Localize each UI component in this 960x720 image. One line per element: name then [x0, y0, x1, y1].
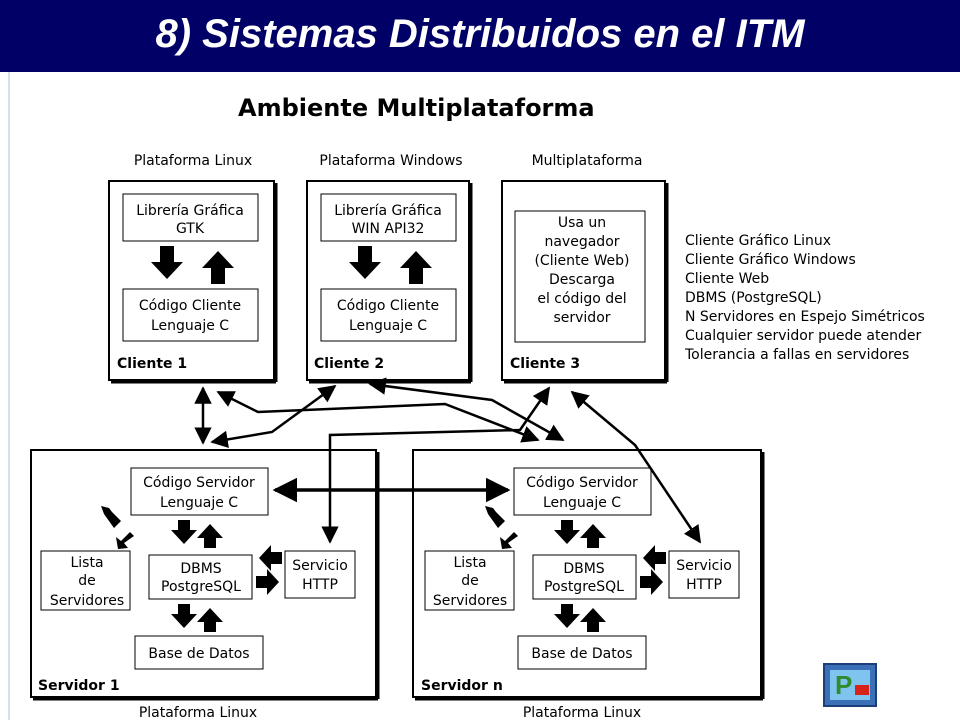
feature-item: Cliente Web [685, 271, 769, 287]
slide-title: 8) Sistemas Distribuidos en el ITM [155, 12, 805, 56]
server-1-dbms-line-1: DBMS [180, 561, 221, 577]
server-n-http-line-1: Servicio [676, 558, 732, 574]
server-1-list-line-2: de [78, 573, 96, 589]
client-1-box: Librería Gráfica GTK Código Cliente Leng… [108, 180, 278, 384]
client-1-down-arrow [151, 246, 183, 279]
itm-logo-icon: P [823, 663, 877, 707]
server-n-http-service [668, 550, 740, 599]
server-1-dbms-db-up-arrow [197, 608, 223, 632]
feature-item: N Servidores en Espejo Simétricos [685, 309, 925, 325]
server-1-platform-label: Plataforma Linux [139, 705, 257, 720]
server-1-http-line-2: HTTP [302, 577, 338, 593]
server-1-server-code [130, 467, 269, 516]
server-n-code-dbms-down-arrow [554, 520, 580, 544]
server-n-dbms-db-up-arrow [580, 608, 606, 632]
client-2-label: Cliente 2 [314, 356, 384, 372]
server-1-code-list-arrow [101, 506, 121, 528]
client-1-label: Cliente 1 [117, 356, 187, 372]
server-1-http-line-1: Servicio [292, 558, 348, 574]
diagram-heading: Ambiente Multiplataforma [238, 94, 595, 122]
client-3-platform-label: Multiplataforma [532, 153, 643, 169]
server-1-list-code-arrow [116, 532, 134, 549]
server-1-db-label: Base de Datos [148, 646, 249, 662]
logo-accent [855, 685, 869, 695]
server-n-code-line-1: Código Servidor [526, 475, 638, 491]
server-n-label: Servidor n [421, 678, 503, 694]
title-bar: 8) Sistemas Distribuidos en el ITM [0, 0, 960, 72]
client-2-platform-label: Plataforma Windows [319, 153, 462, 169]
client-2-lib-line-2: WIN API32 [352, 221, 425, 237]
client-2-code-line-2: Lenguaje C [349, 318, 427, 334]
server-1-dbms [148, 554, 253, 600]
server-1-code-dbms-down-arrow [171, 520, 197, 544]
server-1-database [134, 635, 264, 670]
server-n-code-line-2: Lenguaje C [543, 495, 621, 511]
client-2-box: Librería Gráfica WIN API32 Código Client… [306, 180, 473, 384]
feature-item: DBMS (PostgreSQL) [685, 290, 822, 306]
connection-arrows [194, 377, 702, 544]
server-1-http-service [284, 550, 356, 599]
client-3-label: Cliente 3 [510, 356, 580, 372]
client-2-up-arrow [400, 251, 432, 284]
server-1-dbms-http-right-arrow [256, 569, 279, 595]
client-1-code-line-1: Código Cliente [139, 298, 241, 314]
client-3-text-line-5: el código del [537, 291, 626, 307]
server-1-http-dbms-left-arrow [259, 545, 282, 571]
client-3-text-line-3: (Cliente Web) [534, 253, 629, 269]
server-1-server-list [40, 550, 131, 611]
client-3-text-line-1: Usa un [558, 215, 606, 231]
left-border-line [8, 72, 10, 720]
client-3-text-line-6: servidor [553, 310, 610, 326]
client-1-client-code [122, 288, 259, 342]
client2-server1-connector [210, 384, 337, 449]
client-1-up-arrow [202, 251, 234, 284]
server-1-code-line-1: Código Servidor [143, 475, 255, 491]
server-1-dbms-db-down-arrow [171, 604, 197, 628]
server-n-db-label: Base de Datos [531, 646, 632, 662]
logo-letter: P [835, 670, 853, 700]
client-1-graphics-library [122, 193, 259, 242]
server-n-server-list [424, 550, 515, 611]
client-1-platform-label: Plataforma Linux [134, 153, 252, 169]
server-n-list-line-1: Lista [453, 555, 486, 571]
server-n-http-line-2: HTTP [686, 577, 722, 593]
server-n-dbms-db-down-arrow [554, 604, 580, 628]
server-n-list-line-3: Servidores [433, 593, 507, 609]
server-n-http-dbms-left-arrow [643, 545, 666, 571]
server-n-platform-label: Plataforma Linux [523, 705, 641, 720]
client-3-web-client [514, 210, 646, 343]
feature-item: Cliente Gráfico Windows [685, 252, 856, 268]
client-1-lib-line-2: GTK [176, 221, 205, 237]
server-1-code-line-2: Lenguaje C [160, 495, 238, 511]
server-1-list-line-3: Servidores [50, 593, 124, 609]
features-list: Cliente Gráfico Linux Cliente Gráfico Wi… [684, 233, 925, 363]
feature-item: Cliente Gráfico Linux [685, 233, 831, 249]
client-2-lib-line-1: Librería Gráfica [334, 203, 442, 219]
client-3-text-line-2: navegador [544, 234, 619, 250]
client-3-box: Usa un navegador (Cliente Web) Descarga … [501, 180, 669, 384]
feature-item: Cualquier servidor puede atender [685, 328, 921, 344]
server-1-list-line-1: Lista [70, 555, 103, 571]
client-1-code-line-2: Lenguaje C [151, 318, 229, 334]
server-n-dbms [532, 554, 637, 600]
server-1-label: Servidor 1 [38, 678, 120, 694]
server-n-list-line-2: de [461, 573, 479, 589]
client-3-text-line-4: Descarga [549, 272, 615, 288]
client-1-lib-line-1: Librería Gráfica [136, 203, 244, 219]
client-2-code-line-1: Código Cliente [337, 298, 439, 314]
server-1-code-dbms-up-arrow [197, 524, 223, 548]
server-n-dbms-line-1: DBMS [563, 561, 604, 577]
server-n-database [517, 635, 647, 670]
server-1-dbms-line-2: PostgreSQL [161, 579, 241, 595]
client-2-client-code [320, 288, 457, 342]
client-2-down-arrow [349, 246, 381, 279]
client-2-graphics-library [320, 193, 457, 242]
server-n-dbms-line-2: PostgreSQL [544, 579, 624, 595]
server-n-dbms-http-right-arrow [640, 569, 663, 595]
feature-item: Tolerancia a fallas en servidores [684, 347, 909, 363]
client3-servern-http-connector [570, 390, 702, 544]
